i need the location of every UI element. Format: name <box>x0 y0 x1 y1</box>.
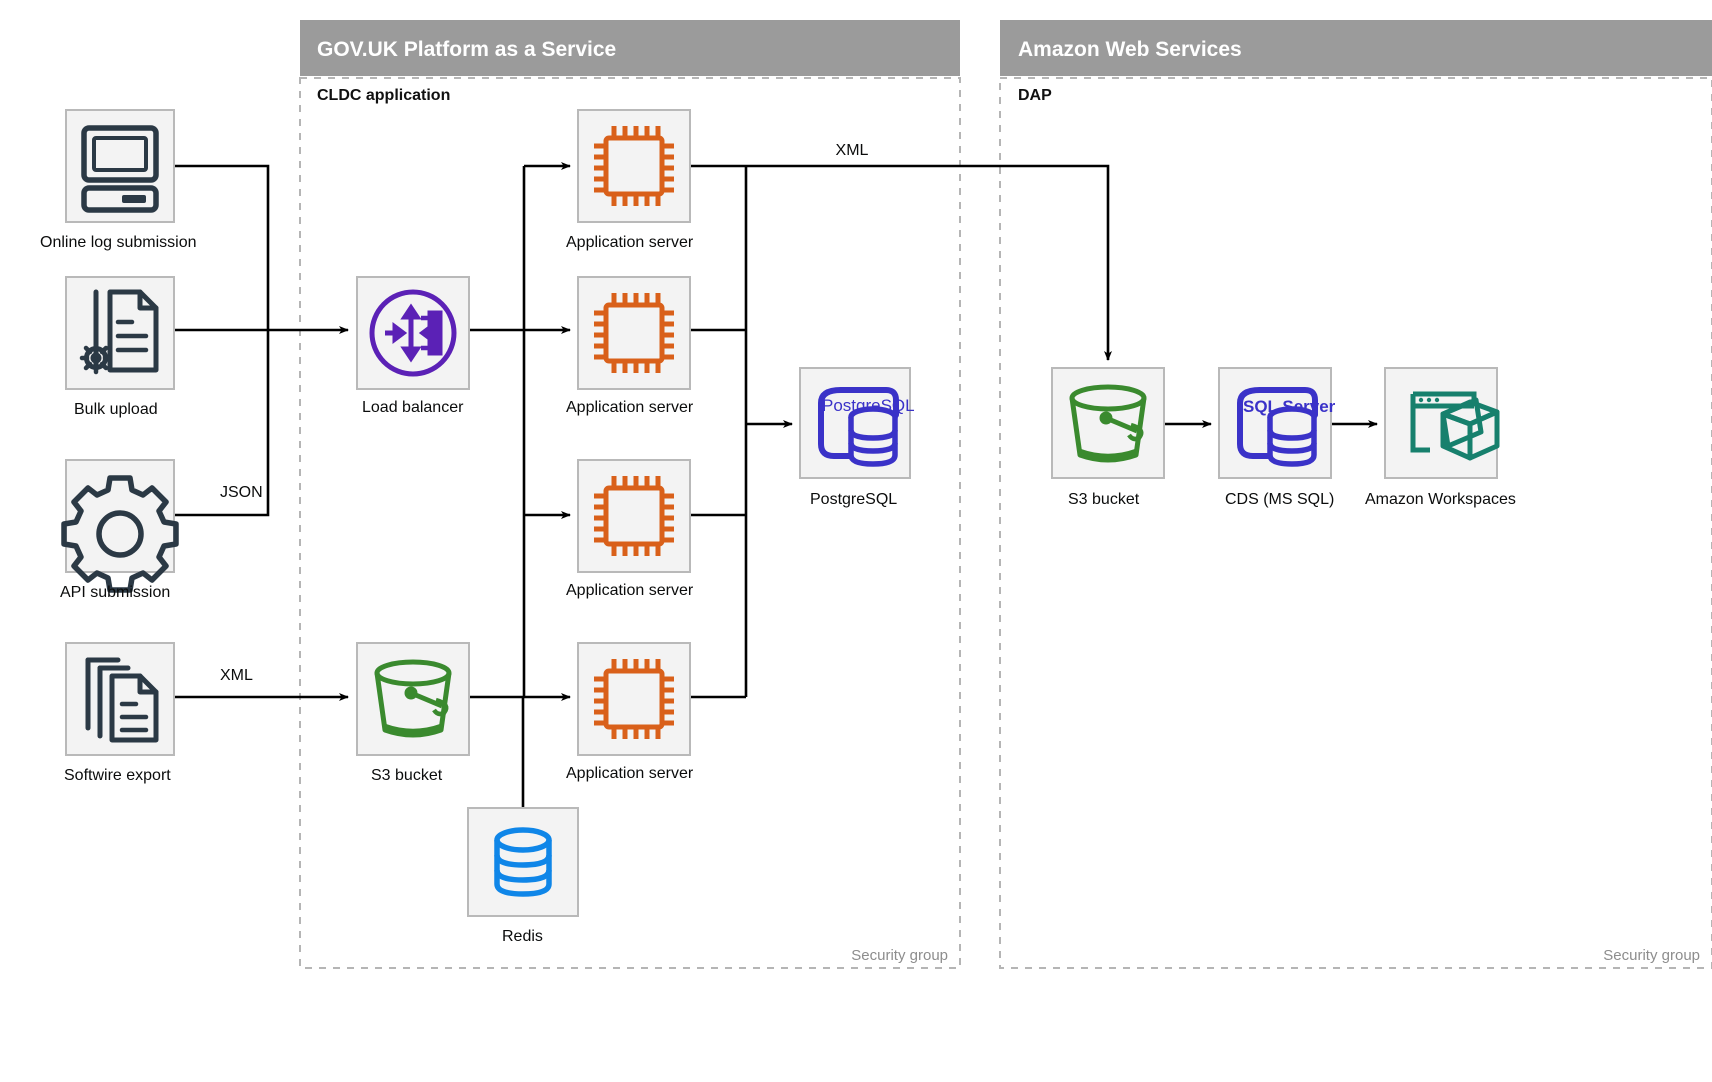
edge-label-xml-softwire: XML <box>220 667 253 684</box>
bucket-icon <box>374 659 452 738</box>
aws-security-group-label: Security group <box>1603 947 1700 964</box>
workspaces-cube-icon <box>1410 391 1500 461</box>
node-app-server-2[interactable]: Application server <box>566 276 694 416</box>
paas-security-group-label: Security group <box>851 947 948 964</box>
cpu-chip-icon <box>594 659 674 739</box>
aws-header-title: Amazon Web Services <box>1018 38 1242 61</box>
node-online-log-submission[interactable]: Online log submission <box>40 109 197 251</box>
online-log-submission-label: Online log submission <box>40 234 197 251</box>
document-gear-icon <box>79 289 159 375</box>
group-aws: Amazon Web Services DAP Security group <box>999 20 1712 969</box>
load-balancer-icon <box>369 289 457 377</box>
aws-security-group-boundary <box>999 77 1712 969</box>
redis-tile <box>467 807 579 917</box>
node-postgresql[interactable]: PostgreSQL PostgreSQL <box>799 367 915 508</box>
edge-labels: JSON XML XML <box>220 142 869 684</box>
amazon-workspaces-label: Amazon Workspaces <box>1365 491 1516 508</box>
bulk-upload-label: Bulk upload <box>74 401 158 418</box>
app-server-1-label: Application server <box>566 234 694 251</box>
redis-label: Redis <box>502 928 543 945</box>
node-bulk-upload[interactable]: Bulk upload <box>65 276 175 418</box>
paas-sub-label: CLDC application <box>317 87 450 104</box>
connectors <box>174 162 1378 808</box>
app-server-2-label: Application server <box>566 399 694 416</box>
cpu-chip-icon <box>594 126 674 206</box>
wire-online-log-to-bus <box>174 164 270 330</box>
edge-label-json: JSON <box>220 484 263 501</box>
cpu-chip-icon <box>594 476 674 556</box>
paas-header-title: GOV.UK Platform as a Service <box>317 38 616 61</box>
document-stack-icon <box>85 657 159 743</box>
group-paas: GOV.UK Platform as a Service CLDC applic… <box>299 20 961 969</box>
desktop-computer-icon <box>81 125 159 213</box>
load-balancer-label: Load balancer <box>362 399 464 416</box>
node-load-balancer[interactable]: Load balancer <box>356 276 470 416</box>
app-server-4-label: Application server <box>566 765 694 782</box>
aws-header-band <box>1000 20 1712 76</box>
node-api-submission[interactable]: API submission <box>60 459 179 601</box>
node-s3-bucket-paas[interactable]: S3 bucket <box>356 642 470 784</box>
app-server-3-label: Application server <box>566 582 694 599</box>
node-app-server-1[interactable]: Application server <box>566 109 694 251</box>
wire-api-submission-to-bus <box>174 330 270 517</box>
wire-app-server-1-xml-to-s3-dap <box>690 164 1112 361</box>
sql-server-icon: SQL Server <box>1237 387 1336 467</box>
bucket-icon <box>1069 384 1147 463</box>
cds-ms-sql-label: CDS (MS SQL) <box>1225 491 1334 508</box>
cpu-chip-icon <box>594 293 674 373</box>
gear-icon <box>61 475 179 593</box>
node-s3-bucket-aws[interactable]: S3 bucket <box>1051 367 1165 508</box>
node-cds-ms-sql[interactable]: SQL Server CDS (MS SQL) <box>1218 367 1336 508</box>
aws-sub-label: DAP <box>1018 87 1052 104</box>
paas-header-band <box>300 20 960 76</box>
node-redis[interactable]: Redis <box>467 807 579 945</box>
api-submission-label: API submission <box>60 584 170 601</box>
node-amazon-workspaces[interactable]: Amazon Workspaces <box>1365 367 1516 508</box>
database-icon <box>494 827 552 897</box>
postgresql-label: PostgreSQL <box>810 491 897 508</box>
edge-label-xml-dap: XML <box>836 142 869 159</box>
postgresql-icon: PostgreSQL <box>818 387 915 467</box>
node-softwire-export[interactable]: Softwire export <box>64 642 175 784</box>
paas-security-group-boundary <box>299 77 961 969</box>
node-app-server-3[interactable]: Application server <box>566 459 694 599</box>
softwire-export-label: Softwire export <box>64 767 171 784</box>
s3-bucket-paas-label: S3 bucket <box>371 767 443 784</box>
s3-bucket-aws-label: S3 bucket <box>1068 491 1140 508</box>
node-app-server-4[interactable]: Application server <box>566 642 694 782</box>
